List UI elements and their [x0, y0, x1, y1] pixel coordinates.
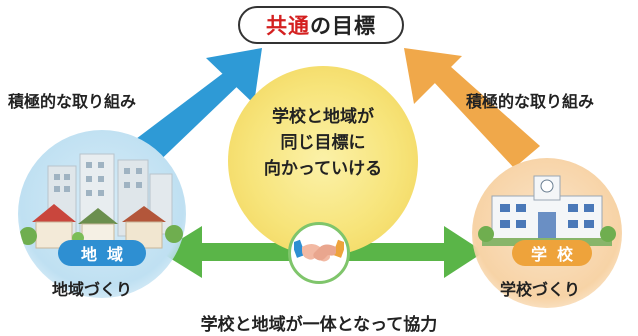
center-line-1: 学校と地域が [272, 107, 374, 127]
community-badge: 地域 [58, 240, 146, 266]
handshake-icon [294, 239, 344, 262]
school-badge: 学校 [512, 240, 592, 266]
right-arrow [404, 48, 540, 168]
town-illustration [19, 153, 183, 249]
school-building-label: 学校づくり [500, 280, 581, 299]
left-arrow [124, 48, 262, 170]
center-text: 学校と地域が 同じ目標に 向かっていける [228, 104, 418, 182]
right-action-label: 積極的な取り組み [466, 92, 595, 111]
left-action-label: 積極的な取り組み [8, 92, 137, 111]
community-building-label: 地域づくり [52, 280, 133, 299]
school-circle [472, 158, 622, 308]
community-circle [18, 130, 186, 298]
school-illustration [478, 175, 616, 246]
center-line-3: 向かっていける [263, 159, 383, 179]
cooperation-label: 学校と地域が一体となって協力 [200, 315, 438, 335]
title-accent: 共通 [266, 14, 310, 38]
center-line-2: 同じ目標に [280, 133, 366, 153]
handshake-badge [288, 222, 350, 284]
title-rest: の目標 [310, 14, 376, 38]
title-pill: 共通の目標 [238, 6, 404, 44]
